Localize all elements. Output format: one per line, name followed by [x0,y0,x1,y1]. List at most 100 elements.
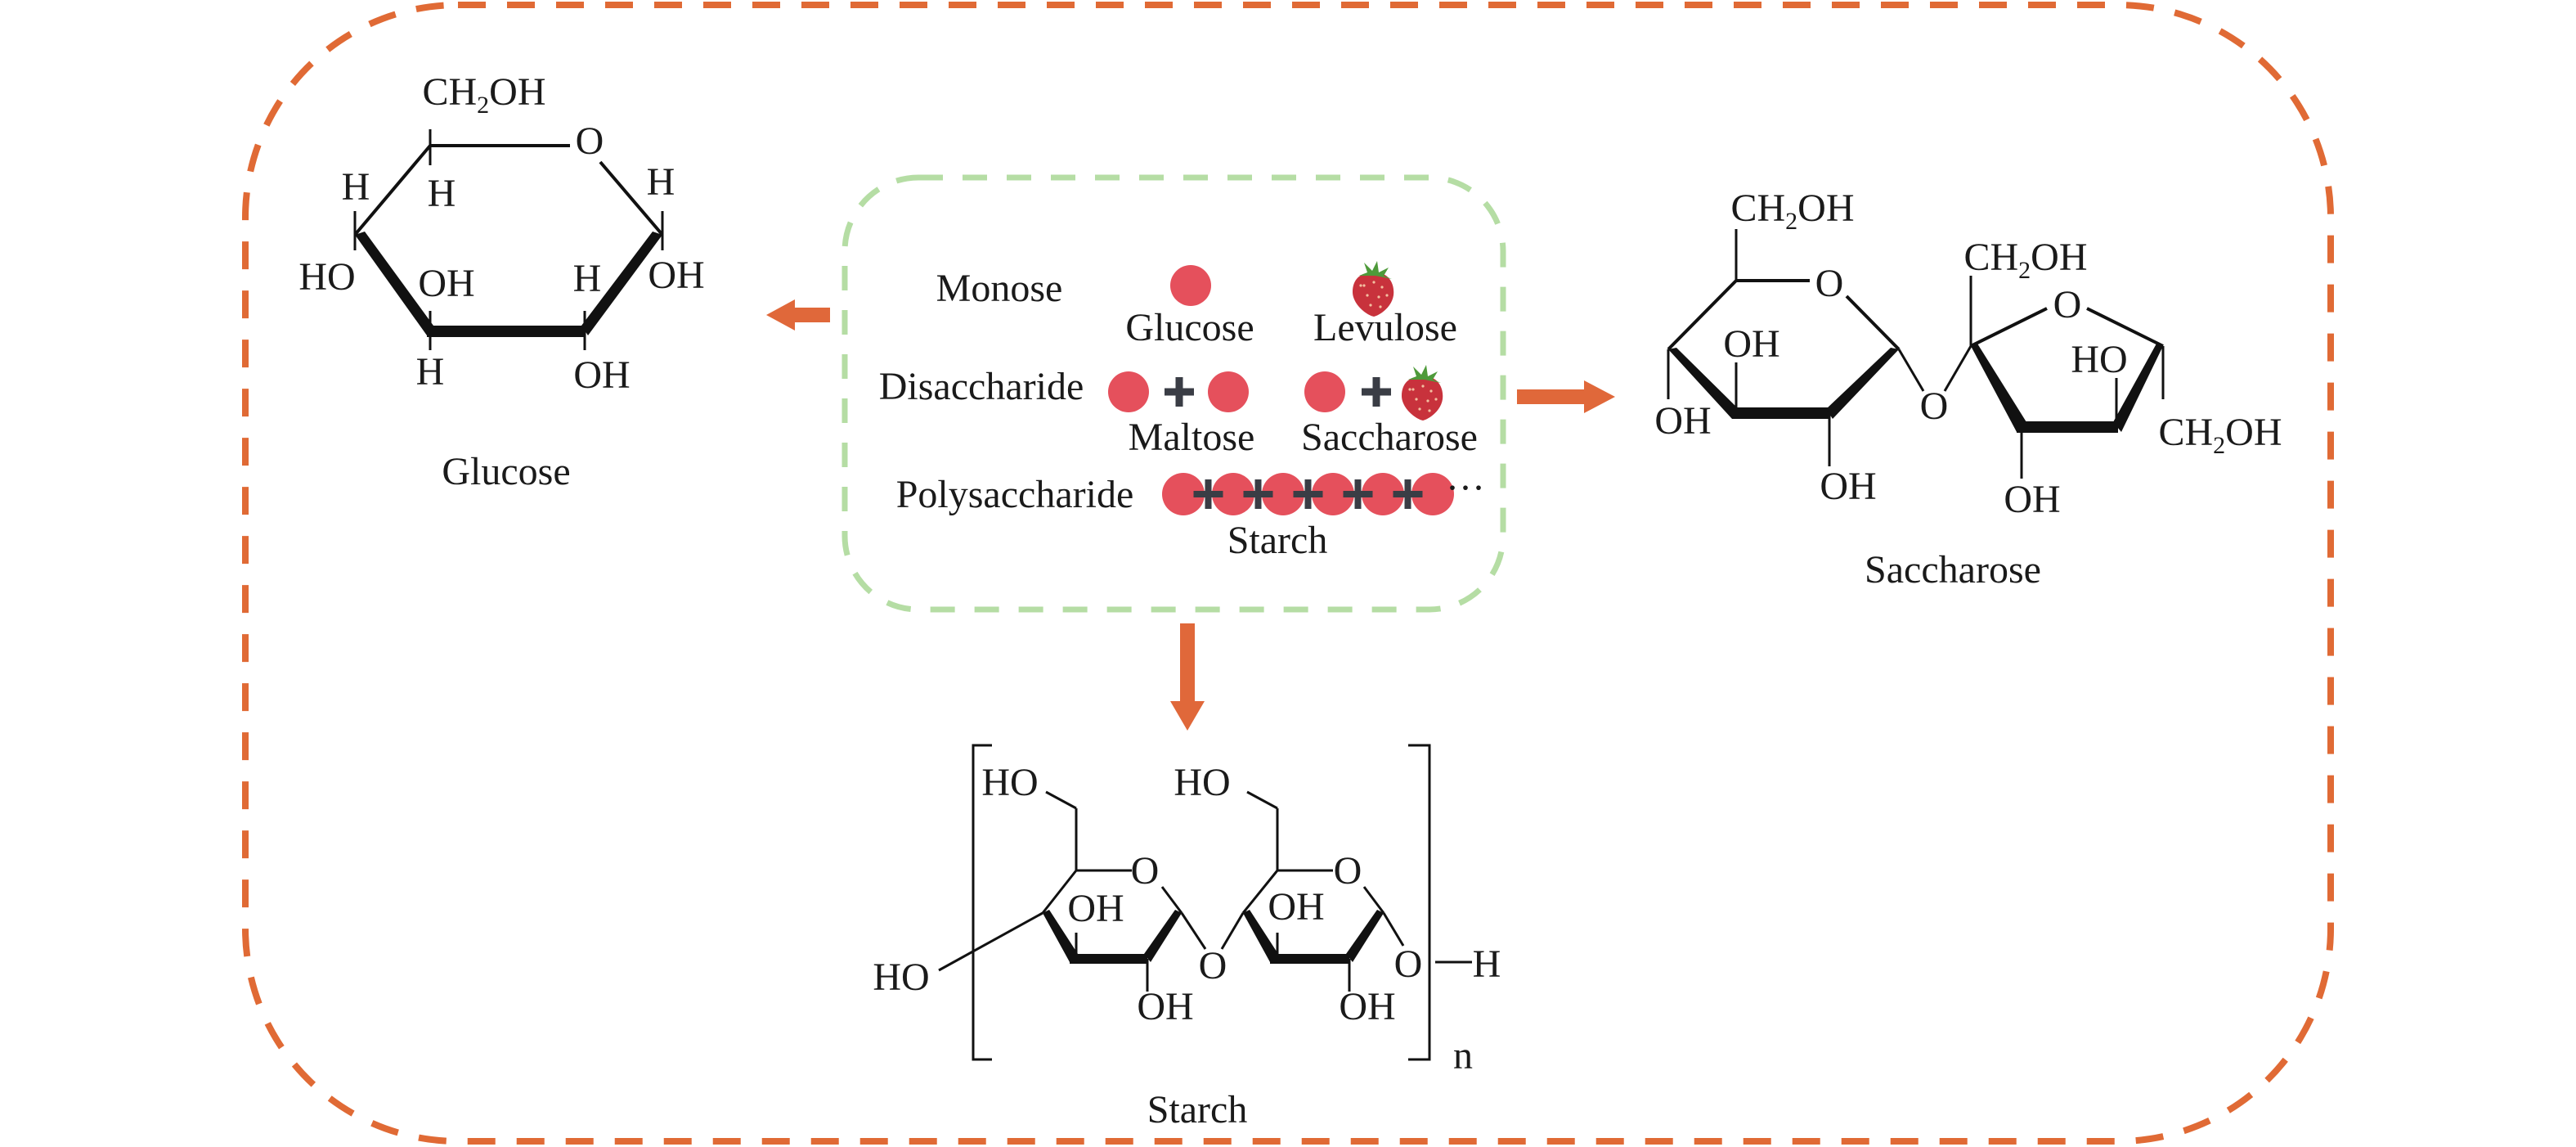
strawberry-seed [1421,385,1425,388]
saccharose-oh-c2: OH [1820,465,1876,508]
starch-oh-bottom-2: OH [1339,985,1395,1028]
plus-bar-vertical [1175,377,1183,407]
glucose-caption: Glucose [442,450,570,493]
saccharose-caption: Saccharose [1865,548,2041,591]
legend-item-saccharose: Saccharose [1301,416,1478,459]
strawberry-seed [1428,409,1431,412]
glucose-h-c1-top: H [647,160,675,204]
legend-item-maltose: Maltose [1129,416,1255,459]
legend-row-label-monose: Monose [936,267,1063,310]
plus-bar-vertical [1404,479,1411,509]
strawberry-seed [1380,286,1384,289]
strawberry-leaves [1408,365,1441,383]
glucose-dot-icon [1108,371,1149,412]
strawberry-seed [1372,281,1376,284]
chain-glucose-dot [1212,473,1254,515]
strawberry-icon [1402,365,1443,421]
chain-plus-icon [1343,479,1373,509]
chain-glucose-dot [1362,473,1404,515]
arrow-to-starch [1170,623,1205,731]
starch-ho-left: HO [873,956,929,999]
left-bracket [972,744,992,1061]
starch-terminal-h: H [1473,942,1501,986]
glucose-h-c2-top: H [573,257,602,300]
starch-ring-oxygen-2: O [1334,849,1362,893]
plus-bar-vertical [1354,479,1362,509]
saccharose-oh-fru-bottom: OH [2004,478,2060,521]
legend-row-label-polysaccharide: Polysaccharide [896,473,1134,516]
strawberry-seed [1379,305,1382,308]
strawberry-seed [1426,399,1429,403]
glucose-oh-c3-top: OH [418,262,474,305]
strawberry-seed [1418,407,1421,411]
saccharose-oh-c3-inner: OH [1723,322,1779,366]
strawberry-seed [1434,398,1438,401]
arrow-to-saccharose [1517,380,1615,413]
strawberry-seed [1369,304,1372,307]
chain-plus-icon [1193,479,1223,509]
chain-plus-icon [1293,479,1323,509]
starch-terminal-oxygen: O [1394,942,1423,986]
glucose-h-c5-bottom: H [428,172,456,215]
glucose-ch2oh-label: CH2OH [422,70,545,119]
starch-ho-c6-2: HO [1174,761,1230,804]
chain-glucose-dot [1262,473,1304,515]
saccharose-ring-oxygen-fru: O [2053,283,2082,326]
chain-glucose-dot [1162,473,1205,515]
arrow-to-glucose [766,299,830,331]
strawberry-seed [1366,294,1369,297]
glucose-dot-icon [1170,265,1211,306]
chain-glucose-dot [1312,473,1354,515]
plus-bar-vertical [1372,377,1380,407]
starch-structure: HO O OH HO OH O HO O OH OH O H n Starch [873,744,1501,1131]
chain-ellipsis: ··· [1446,466,1485,510]
glucose-dot-icon [1304,371,1345,412]
plus-bar-vertical [1254,479,1262,509]
starch-ho-c6-1: HO [981,761,1038,804]
plus-icon [1362,377,1391,407]
chain-plus-icon [1393,479,1423,509]
starch-oh-inner-2: OH [1268,885,1324,929]
strawberry-seed [1377,295,1380,299]
strawberry-leaves [1359,261,1392,279]
glucose-dot-icon [1208,371,1249,412]
chain-glucose-dot [1411,473,1454,515]
legend-item-starch: Starch [1227,519,1328,562]
glucose-oh-c1: OH [648,254,704,297]
saccharose-ho-fru: HO [2071,338,2127,381]
starch-ring-oxygen-1: O [1131,849,1160,893]
saccharose-ch2oh-fru-top: CH2OH [1963,236,2087,284]
starch-bridge-oxygen: O [1199,944,1227,987]
strawberry-icon [1353,261,1394,317]
legend-item-glucose: Glucose [1125,306,1254,349]
glucose-h-c3-bottom: H [416,350,445,394]
glucose-h-c4-top: H [342,165,370,209]
plus-bar-vertical [1205,479,1212,509]
strawberry-seed [1359,284,1362,287]
strawberry-seed [1415,398,1418,401]
glucose-oh-c2-bottom: OH [573,353,630,397]
glucose-ring-oxygen: O [576,119,604,163]
starch-caption: Starch [1147,1088,1248,1131]
saccharose-ch2oh-fru-right: CH2OH [2158,411,2282,459]
plus-icon [1165,377,1194,407]
saccharose-structure: CH2OH O OH OH OH O CH2OH O HO CH2OH OH S… [1654,187,2282,591]
strawberry-seed [1385,294,1389,297]
saccharose-oh-c4: OH [1654,399,1711,443]
glucose-structure: CH2OH O H H H HO OH H OH H OH Glucose [298,70,704,493]
starch-oh-bottom-1: OH [1137,985,1193,1028]
strawberry-seed [1362,284,1366,287]
strawberry-seed [1408,388,1411,391]
starch-oh-inner-1: OH [1067,887,1124,930]
glucose-ho-c4: HO [298,255,355,299]
legend-row-label-disaccharide: Disaccharide [879,365,1084,408]
legend-item-levulose: Levulose [1313,306,1457,349]
strawberry-seed [1429,389,1433,393]
chain-plus-icon [1243,479,1273,509]
right-bracket [1408,744,1431,1061]
strawberry-body [1353,272,1394,317]
legend: Monose Glucose Levulose Disaccharide Mal… [879,261,1485,562]
saccharose-ring-oxygen-glc: O [1815,262,1844,305]
strawberry-seed [1411,388,1415,391]
